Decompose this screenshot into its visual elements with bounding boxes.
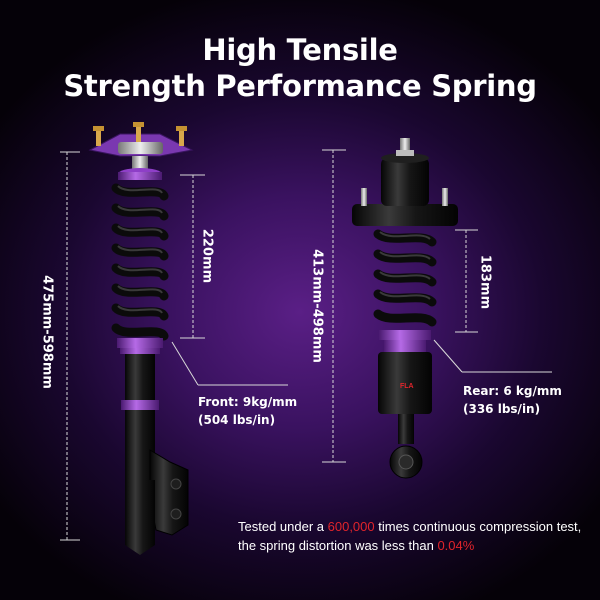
rear-body-logo: FLA [400,383,414,390]
test-note-suffix-1: times continuous compression test, [374,519,582,534]
front-spring-length-label: 220mm [199,228,215,284]
front-dimension-lines [60,151,288,541]
rear-coilover [352,138,458,479]
front-spring-rate-kg: Front: 9kg/mm [198,395,298,409]
distortion-value: 0.04% [437,538,475,553]
front-spring-rate-lbs: (504 lbs/in) [198,413,276,427]
headline-line-1: High Tensile [202,33,398,67]
rear-spring-length-label: 183mm [477,254,493,310]
front-coilover [88,122,194,555]
rear-overall-length-label: 413mm-498mm [309,249,325,363]
front-spring-rate: Front: 9kg/mm (504 lbs/in) [198,393,297,429]
front-overall-length-label: 475mm-598mm [39,275,55,389]
rear-spring-rate: Rear: 6 kg/mm (336 lbs/in) [463,382,562,418]
rear-spring-rate-kg: Rear: 6 kg/mm [463,384,562,398]
test-note-prefix-2: the spring distortion was less than [238,538,438,553]
headline-line-2: Strength Performance Spring [63,69,537,103]
rear-dimension-lines [322,149,552,463]
test-cycles-value: 600,000 [327,519,375,534]
test-note-prefix-1: Tested under a [238,519,328,534]
compression-test-note: Tested under a 600,000 times continuous … [238,517,581,555]
rear-spring-rate-lbs: (336 lbs/in) [463,402,541,416]
